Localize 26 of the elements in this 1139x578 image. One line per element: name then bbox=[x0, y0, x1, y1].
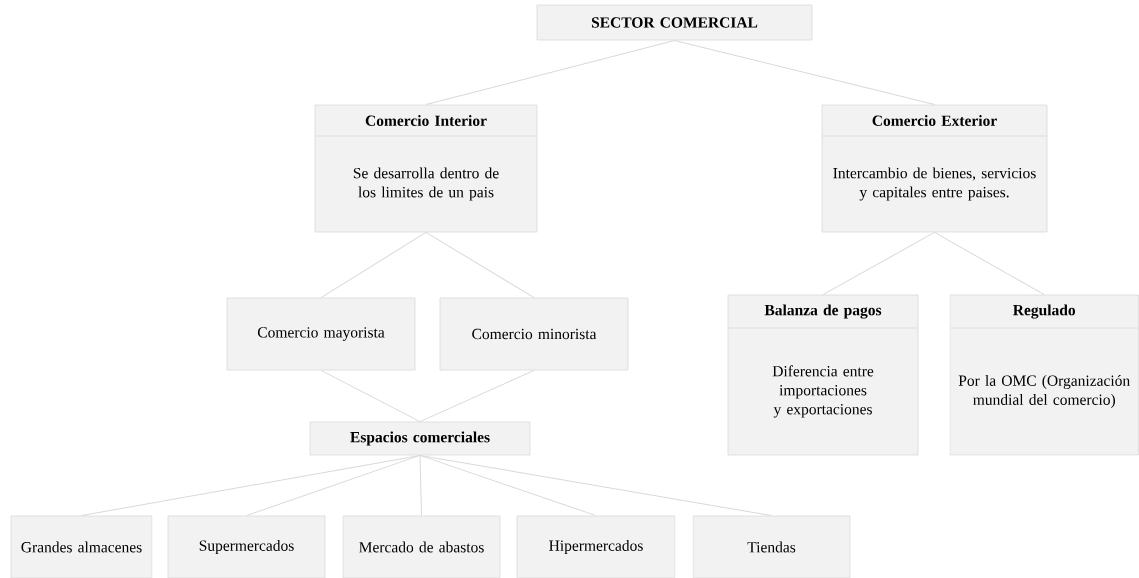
connector-line bbox=[419, 454, 422, 517]
connector-line bbox=[822, 231, 935, 296]
box: Mercado de abastos bbox=[342, 515, 501, 578]
connector-line bbox=[81, 454, 421, 517]
connector-line bbox=[674, 39, 935, 106]
box: Espacios comerciales bbox=[309, 421, 531, 456]
connector-line bbox=[419, 454, 597, 517]
connector-line bbox=[425, 39, 675, 106]
box: Hipermercados bbox=[516, 515, 676, 578]
connector-line bbox=[320, 369, 421, 423]
header-box: Comercio Interior Se desarrolla dentro de los limites de un pais bbox=[314, 104, 538, 233]
connector-line bbox=[320, 231, 427, 299]
header-box: Comercio Exterior Intercambio de bienes, servicios y capitales entre paises. bbox=[821, 104, 1048, 233]
box: SECTOR COMERCIAL bbox=[536, 4, 813, 41]
connector-line bbox=[934, 231, 1045, 296]
connector-line bbox=[419, 454, 772, 517]
connector-line bbox=[425, 231, 535, 299]
header-box: Balanza de pagos Diferencia entre importaciones y exportaciones bbox=[727, 294, 919, 456]
box: Tiendas bbox=[692, 515, 851, 578]
connector-line bbox=[246, 454, 421, 517]
box: Supermercados bbox=[167, 515, 326, 578]
box: Comercio mayorista bbox=[226, 297, 416, 371]
header-box: Regulado Por la OMC (Organización mundial del comercio) bbox=[949, 294, 1139, 456]
box: Grandes almacenes bbox=[10, 515, 153, 578]
box: Comercio minorista bbox=[439, 297, 629, 371]
connector-line bbox=[419, 369, 535, 423]
